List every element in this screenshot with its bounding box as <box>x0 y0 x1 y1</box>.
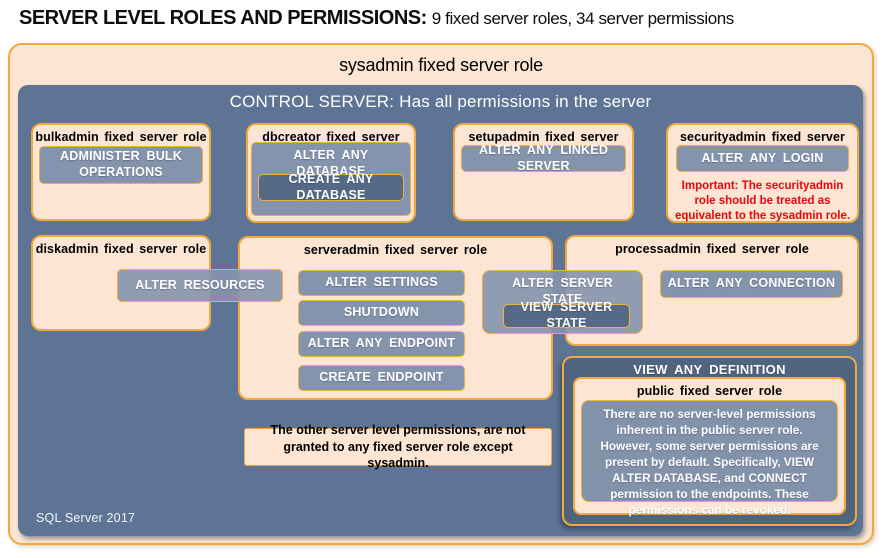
permission-view-any-definition: VIEW ANY DEFINITION <box>633 362 786 377</box>
permission-alter-server-state-label: ALTER SERVER STATE <box>512 276 613 306</box>
view-any-definition-container: VIEW ANY DEFINITION public fixed server … <box>562 356 857 526</box>
permission-alter-resources: ALTER RESOURCES <box>117 269 283 302</box>
role-card-bulkadmin: bulkadmin fixed server role ADMINISTER B… <box>31 123 211 221</box>
public-role-description: There are no server-level permissions in… <box>581 400 838 517</box>
permission-alter-any-login: ALTER ANY LOGIN <box>676 145 849 172</box>
permission-alter-any-linked-server: ALTER ANY LINKED SERVER <box>461 143 626 173</box>
role-title-processadmin: processadmin fixed server role <box>615 242 809 256</box>
permission-shutdown: SHUTDOWN <box>298 300 465 326</box>
other-permissions-note: The other server level permissions, are … <box>244 423 552 470</box>
permission-create-any-database: CREATE ANY DATABASE <box>258 172 404 202</box>
sysadmin-role-container: sysadmin fixed server role CONTROL SERVE… <box>8 43 874 545</box>
control-server-label: CONTROL SERVER: Has all permissions in t… <box>229 92 652 111</box>
securityadmin-important-note: Important: The securityadmin role should… <box>674 180 851 222</box>
role-title-public: public fixed server role <box>636 384 783 398</box>
role-card-dbcreator: dbcreator fixed server role ALTER ANY DA… <box>246 123 416 223</box>
role-title-diskadmin: diskadmin fixed server role <box>35 242 207 256</box>
sql-server-version-label: SQL Server 2017 <box>36 511 136 525</box>
page-title-bold: SERVER LEVEL ROLES AND PERMISSIONS: <box>19 7 427 29</box>
permission-view-server-state: VIEW SERVER STATE <box>503 300 630 330</box>
sysadmin-role-label: sysadmin fixed server role <box>339 55 543 75</box>
role-card-processadmin: processadmin fixed server role ALTER ANY… <box>565 235 859 346</box>
page-title: SERVER LEVEL ROLES AND PERMISSIONS:9 fix… <box>19 7 734 30</box>
permission-alter-server-state: ALTER SERVER STATE VIEW SERVER STATE <box>482 270 643 334</box>
control-server-container: CONTROL SERVER: Has all permissions in t… <box>18 85 863 536</box>
permission-alter-any-database: ALTER ANY DATABASE CREATE ANY DATABASE <box>251 142 411 216</box>
role-title-bulkadmin: bulkadmin fixed server role <box>35 130 207 144</box>
permission-administer-bulk-operations: ADMINISTER BULK OPERATIONS <box>39 146 203 184</box>
page-title-subtext: 9 fixed server roles, 34 server permissi… <box>431 9 735 28</box>
permission-alter-any-connection: ALTER ANY CONNECTION <box>660 270 843 298</box>
role-title-serveradmin: serveradmin fixed server role <box>303 243 488 257</box>
role-card-securityadmin: securityadmin fixed server role ALTER AN… <box>666 123 859 223</box>
permission-alter-any-endpoint: ALTER ANY ENDPOINT <box>298 331 465 357</box>
permission-alter-settings: ALTER SETTINGS <box>298 270 465 296</box>
role-card-setupadmin: setupadmin fixed server role ALTER ANY L… <box>453 123 634 221</box>
permission-create-endpoint: CREATE ENDPOINT <box>298 365 465 391</box>
role-card-public: public fixed server role There are no se… <box>573 377 846 517</box>
